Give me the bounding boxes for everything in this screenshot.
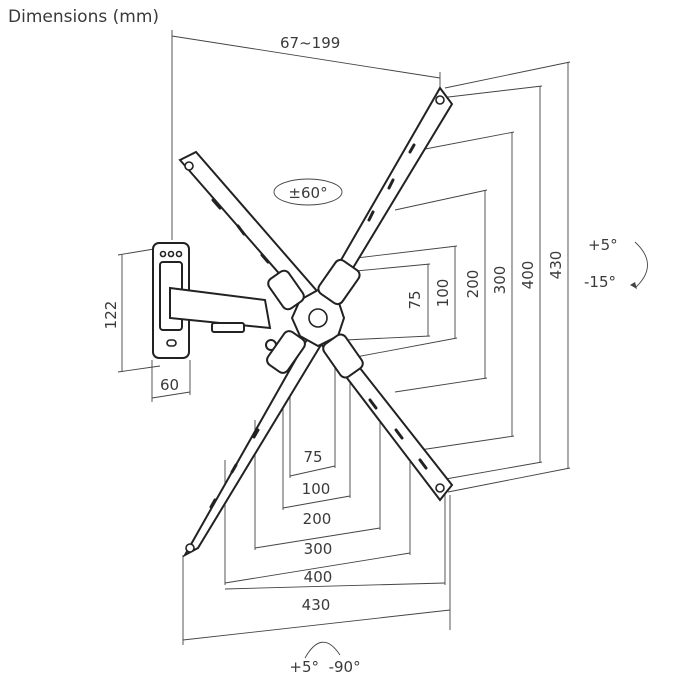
rotation-arrow-icon [304,641,341,659]
vertical-400: 400 [519,261,537,290]
tilt-up-label: +5° [588,236,618,254]
tilt-arrow-icon [634,241,648,289]
diagram-title: Dimensions (mm) [8,7,159,27]
horizontal-75: 75 [303,448,322,466]
rotation-label: +5° -90° [289,658,360,676]
wall-plate-height: 122 [102,301,120,330]
horizontal-430: 430 [302,596,331,614]
vertical-200: 200 [464,270,482,299]
vertical-75: 75 [406,290,424,309]
swivel-label: ±60° [288,184,327,202]
tilt-indicator: +5° -15° [584,236,648,291]
horizontal-400: 400 [304,568,333,586]
horizontal-300: 300 [304,540,333,558]
vertical-dimensions: 75 100 200 300 400 430 [339,61,571,493]
arm-extension-dimension: 67~199 [171,30,441,240]
vertical-430: 430 [547,251,565,280]
swivel-indicator: ±60° [273,178,343,206]
horizontal-200: 200 [303,510,332,528]
extension-arm [169,286,277,351]
arm-extension-label: 67~199 [280,34,340,52]
wall-plate-dimensions: 122 60 [102,247,191,402]
vesa-bracket [178,86,454,558]
swivel-arrow-icon [273,178,343,206]
vertical-100: 100 [434,279,452,308]
vertical-300: 300 [491,266,509,295]
rotation-indicator: +5° -90° [289,641,361,676]
wall-plate-width: 60 [160,376,179,394]
horizontal-100: 100 [302,480,331,498]
tilt-down-label: -15° [584,273,616,291]
